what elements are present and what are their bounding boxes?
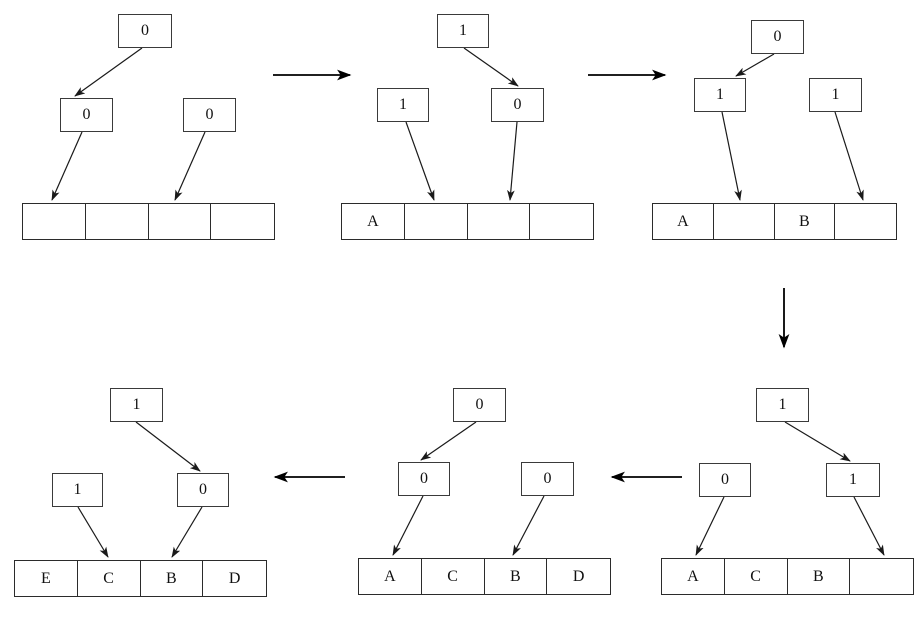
array-cell <box>23 204 86 239</box>
tree-edge-arrow <box>695 496 725 556</box>
array-cell: B <box>775 204 836 239</box>
array-cell: C <box>725 559 788 594</box>
node-box-right-child: 0 <box>521 462 574 496</box>
node-box-left-child: 0 <box>398 462 450 496</box>
array-cell: A <box>662 559 725 594</box>
array-cell: A <box>653 204 714 239</box>
array-row <box>22 203 275 240</box>
array-cell: C <box>78 561 141 596</box>
array-cell <box>850 559 913 594</box>
node-box-left-child: 1 <box>694 78 746 112</box>
node-box-root: 0 <box>453 388 506 422</box>
node-box-root: 0 <box>751 20 804 54</box>
array-cell <box>405 204 468 239</box>
array-cell <box>835 204 896 239</box>
tree-edge-arrow <box>392 495 424 556</box>
tree-edge-arrow <box>405 121 435 201</box>
tree-edge-arrow <box>74 47 143 97</box>
node-box-root: 1 <box>756 388 809 422</box>
array-cell <box>86 204 149 239</box>
node-box-root: 1 <box>110 388 163 422</box>
tree-edge-arrow <box>463 47 519 87</box>
node-box-left-child: 0 <box>699 463 751 497</box>
array-cell: D <box>572 567 585 585</box>
array-cell: D <box>228 569 241 587</box>
tree-edge-arrow <box>853 496 885 556</box>
tree-edge-arrow <box>507 121 518 201</box>
flow-arrows <box>273 69 790 483</box>
node-box-left-child: 1 <box>377 88 429 122</box>
node-box-left-child: 0 <box>60 98 113 132</box>
tree-edge-arrow <box>174 131 206 201</box>
array-cell: B <box>788 559 851 594</box>
tree-edge-arrow <box>784 421 851 462</box>
tree-edge-arrow <box>171 506 203 558</box>
tree-edge-arrow <box>512 495 545 556</box>
array-cell <box>714 204 775 239</box>
array-cell <box>211 204 274 239</box>
array-cell: A <box>359 559 422 594</box>
tree-edge-arrow <box>420 421 477 461</box>
array-cell: E <box>15 561 78 596</box>
tree-edge-arrow <box>135 421 201 472</box>
array-cell <box>530 204 593 239</box>
tree-edge-arrow <box>77 506 109 558</box>
array-row: A <box>341 203 594 240</box>
node-box-right-child: 0 <box>177 473 229 507</box>
tree-edge-arrow <box>721 111 742 201</box>
array-cell <box>149 204 212 239</box>
tree-edge-arrow <box>51 131 83 201</box>
tree-edge-arrow <box>834 111 864 201</box>
node-box-right-child: 0 <box>183 98 236 132</box>
node-box-root: 1 <box>437 14 489 48</box>
array-cell <box>468 204 531 239</box>
array-cell: A <box>342 204 405 239</box>
array-cell: B <box>485 559 548 594</box>
node-box-right-child: 1 <box>826 463 880 497</box>
tree-edge-arrow <box>735 53 775 77</box>
array-cell: C <box>422 559 485 594</box>
node-box-root: 0 <box>118 14 172 48</box>
node-box-right-child: 1 <box>809 78 862 112</box>
node-box-right-child-value-0: 0 <box>491 88 544 122</box>
array-cell: B <box>141 561 204 596</box>
node-box-left-child: 1 <box>52 473 103 507</box>
